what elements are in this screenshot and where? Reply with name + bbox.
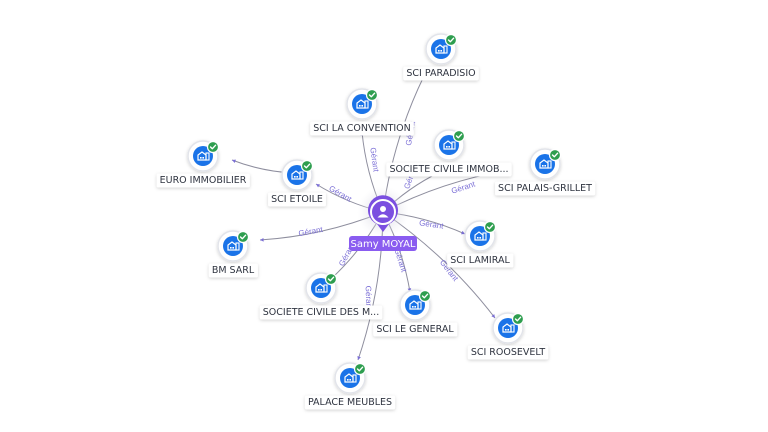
edge-arrow-euro-immobilier bbox=[232, 159, 236, 163]
building-icon bbox=[344, 373, 357, 383]
company-name: SCI PALAIS-GRILLET bbox=[498, 183, 592, 194]
edge-arrow-sci-roosevelt bbox=[491, 314, 495, 318]
building-icon bbox=[539, 159, 552, 169]
company-node-circle bbox=[223, 236, 243, 256]
company-node-circle bbox=[405, 295, 425, 315]
company-node-sci-le-general[interactable]: SCI LE GENERAL bbox=[373, 289, 458, 337]
edge-arrow-bm-sarl bbox=[260, 237, 264, 242]
check-icon bbox=[206, 140, 220, 154]
company-node-circle bbox=[470, 226, 490, 246]
edge-label-bm-sarl: Gérant bbox=[298, 225, 324, 238]
company-node-societe-civile-immob[interactable]: SOCIETE CIVILE IMMOB... bbox=[386, 129, 512, 177]
company-node-circle bbox=[535, 154, 555, 174]
building-icon bbox=[356, 99, 369, 109]
user-icon bbox=[377, 206, 389, 218]
company-name: PALACE MEUBLES bbox=[308, 397, 392, 408]
check-icon bbox=[418, 289, 432, 303]
nodes-layer: SCI PARADISIO SCI LA CONVENTION SOCIETE CI… bbox=[156, 33, 596, 410]
check-icon bbox=[483, 220, 497, 234]
edge-arrow-palace-meubles bbox=[357, 356, 361, 360]
person-label-bg bbox=[349, 236, 417, 251]
company-label-bg bbox=[156, 173, 250, 188]
building-icon bbox=[435, 44, 448, 54]
edge-arrow-sci-lamiral bbox=[461, 230, 465, 235]
building-icon bbox=[227, 241, 240, 251]
check-icon bbox=[511, 312, 525, 326]
building-icon bbox=[409, 300, 422, 310]
company-label-bg bbox=[259, 305, 383, 320]
building-icon bbox=[291, 170, 304, 180]
edge-label-sci-etoile: Gérant bbox=[327, 184, 353, 204]
company-name: SCI ROOSEVELT bbox=[471, 347, 546, 358]
edge-label-sci-le-general: Gérant bbox=[392, 247, 408, 274]
company-node-circle bbox=[193, 146, 213, 166]
company-label-bg bbox=[447, 253, 514, 268]
company-node-circle bbox=[340, 368, 360, 388]
company-label-bg bbox=[208, 263, 258, 278]
company-node-circle bbox=[311, 278, 331, 298]
company-node-palace-meubles[interactable]: PALACE MEUBLES bbox=[304, 362, 396, 410]
edge-label-sci-palais-grillet: Gérant bbox=[450, 179, 477, 195]
company-name: BM SARL bbox=[212, 265, 255, 276]
check-icon bbox=[236, 230, 250, 244]
edge-arrow-sci-le-general bbox=[407, 288, 412, 292]
company-label-bg bbox=[310, 121, 414, 136]
company-node-societe-civile-des-m[interactable]: SOCIETE CIVILE DES M... bbox=[259, 272, 383, 320]
building-icon bbox=[315, 283, 328, 293]
company-node-circle bbox=[352, 94, 372, 114]
edge-arrow-sci-etoile bbox=[316, 184, 320, 188]
check-icon bbox=[365, 88, 379, 102]
company-name: SCI ETOILE bbox=[271, 194, 323, 205]
check-icon bbox=[548, 148, 562, 162]
building-icon bbox=[474, 231, 487, 241]
company-node-sci-palais-grillet[interactable]: SCI PALAIS-GRILLET bbox=[495, 148, 596, 196]
check-icon bbox=[444, 33, 458, 47]
check-icon bbox=[353, 362, 367, 376]
company-node-bm-sarl[interactable]: BM SARL bbox=[208, 230, 258, 278]
company-label-bg bbox=[467, 345, 549, 360]
company-node-sci-la-convention[interactable]: SCI LA CONVENTION bbox=[310, 88, 414, 136]
company-label-bg bbox=[304, 395, 396, 410]
company-node-circle bbox=[439, 135, 459, 155]
company-node-euro-immobilier[interactable]: EURO IMMOBILIER bbox=[156, 140, 250, 188]
company-name: SCI LE GENERAL bbox=[376, 324, 454, 335]
edge-label-palace-meubles: Gérant bbox=[364, 286, 374, 312]
company-label-bg bbox=[268, 192, 326, 207]
edge-label-sci-lamiral: Gérant bbox=[419, 218, 445, 230]
company-name: SOCIETE CIVILE DES M... bbox=[263, 307, 379, 318]
company-name: SOCIETE CIVILE IMMOB... bbox=[389, 164, 508, 175]
check-icon bbox=[452, 129, 466, 143]
company-label-bg bbox=[403, 66, 479, 81]
person-node[interactable]: Samy MOYAL bbox=[349, 186, 417, 251]
building-icon bbox=[502, 323, 515, 333]
company-node-circle bbox=[431, 39, 451, 59]
company-node-circle bbox=[498, 318, 518, 338]
building-icon bbox=[443, 140, 456, 150]
check-icon bbox=[300, 159, 314, 173]
company-node-sci-roosevelt[interactable]: SCI ROOSEVELT bbox=[467, 312, 549, 360]
building-icon bbox=[197, 151, 210, 161]
company-label-bg bbox=[495, 181, 596, 196]
company-name: EURO IMMOBILIER bbox=[160, 175, 247, 186]
company-label-bg bbox=[386, 162, 512, 177]
company-node-circle bbox=[287, 165, 307, 185]
company-node-sci-paradisio[interactable]: SCI PARADISIO bbox=[403, 33, 479, 81]
company-name: SCI LA CONVENTION bbox=[313, 123, 411, 134]
company-name: SCI LAMIRAL bbox=[450, 255, 510, 266]
company-node-sci-lamiral[interactable]: SCI LAMIRAL bbox=[447, 220, 514, 268]
company-name: SCI PARADISIO bbox=[406, 68, 475, 79]
check-icon bbox=[324, 272, 338, 286]
edge-label-sci-la-convention: Gérant bbox=[368, 147, 380, 173]
company-label-bg bbox=[373, 322, 458, 337]
company-node-sci-etoile[interactable]: SCI ETOILE bbox=[268, 159, 326, 207]
person-name: Samy MOYAL bbox=[350, 239, 415, 250]
